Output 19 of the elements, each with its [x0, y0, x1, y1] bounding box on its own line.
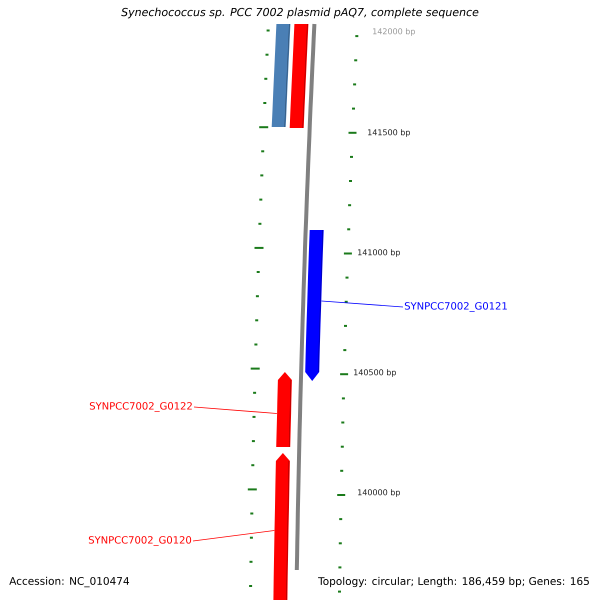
- tick-label: 141000 bp: [358, 249, 400, 257]
- leader-line: [194, 406, 278, 414]
- gene-feature: [276, 372, 292, 448]
- title: Synechococcus sp. PCC 7002 plasmid pAQ7, complete sequence: [121, 8, 478, 18]
- tick-label: 140500 bp: [354, 369, 396, 377]
- tick-label: 142000 bp: [373, 28, 415, 36]
- leader-line: [321, 300, 404, 308]
- gene-label: SYNPCC7002_G0121: [404, 302, 507, 312]
- summary-text: Topology: circular; Length: 186,459 bp; Genes: 165: [316, 574, 592, 590]
- gene-feature: [272, 24, 290, 128]
- gene-label: SYNPCC7002_G0122: [90, 402, 192, 412]
- gene-feature: [290, 24, 308, 128]
- accession-text: Accession: NC_010474: [9, 576, 130, 588]
- leader-line: [192, 530, 275, 542]
- gene-feature: [273, 453, 290, 600]
- tick-label: 141500 bp: [368, 129, 410, 137]
- tick-label: 140000 bp: [358, 489, 400, 497]
- gene-feature: [305, 230, 324, 381]
- gene-label: SYNPCC7002_G0120: [88, 536, 192, 546]
